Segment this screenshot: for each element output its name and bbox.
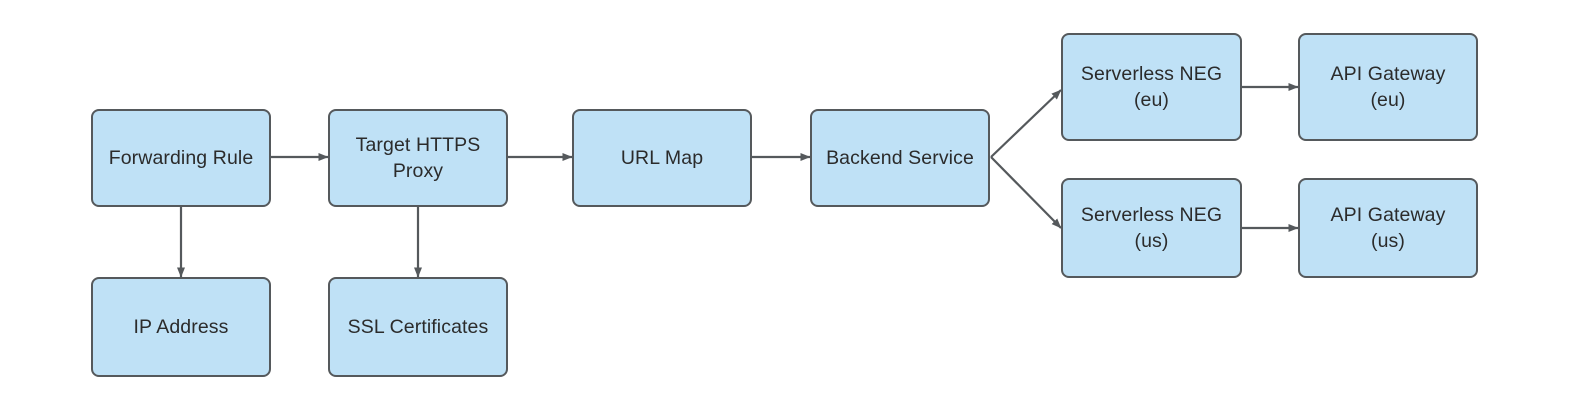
node-api-gateway-us[interactable]: API Gateway (us) <box>1298 178 1478 278</box>
node-api-gateway-eu[interactable]: API Gateway (eu) <box>1298 33 1478 141</box>
node-label-api-gateway-us: API Gateway (us) <box>1330 204 1446 252</box>
node-label-serverless-neg-us: Serverless NEG (us) <box>1080 204 1223 252</box>
node-label-backend-service: Backend Service <box>826 147 974 169</box>
node-label-forwarding-rule: Forwarding Rule <box>108 147 254 169</box>
node-label-ip-address: IP Address <box>133 316 229 338</box>
node-forwarding-rule[interactable]: Forwarding Rule <box>91 109 271 207</box>
node-ip-address[interactable]: IP Address <box>91 277 271 377</box>
node-label-serverless-neg-eu: Serverless NEG (eu) <box>1080 63 1223 111</box>
node-target-https-proxy[interactable]: Target HTTPS Proxy <box>328 109 508 207</box>
node-backend-service[interactable]: Backend Service <box>810 109 990 207</box>
node-url-map[interactable]: URL Map <box>572 109 752 207</box>
node-label-api-gateway-eu: API Gateway (eu) <box>1330 63 1446 111</box>
node-label-ssl-certificates: SSL Certificates <box>347 316 489 338</box>
node-ssl-certificates[interactable]: SSL Certificates <box>328 277 508 377</box>
node-serverless-neg-us[interactable]: Serverless NEG (us) <box>1061 178 1242 278</box>
node-serverless-neg-eu[interactable]: Serverless NEG (eu) <box>1061 33 1242 141</box>
edge-e-backend-to-neg-eu <box>990 89 1062 158</box>
edge-e-backend-to-neg-us <box>990 156 1062 229</box>
node-label-target-https-proxy: Target HTTPS Proxy <box>355 134 481 182</box>
node-label-url-map: URL Map <box>620 147 704 169</box>
